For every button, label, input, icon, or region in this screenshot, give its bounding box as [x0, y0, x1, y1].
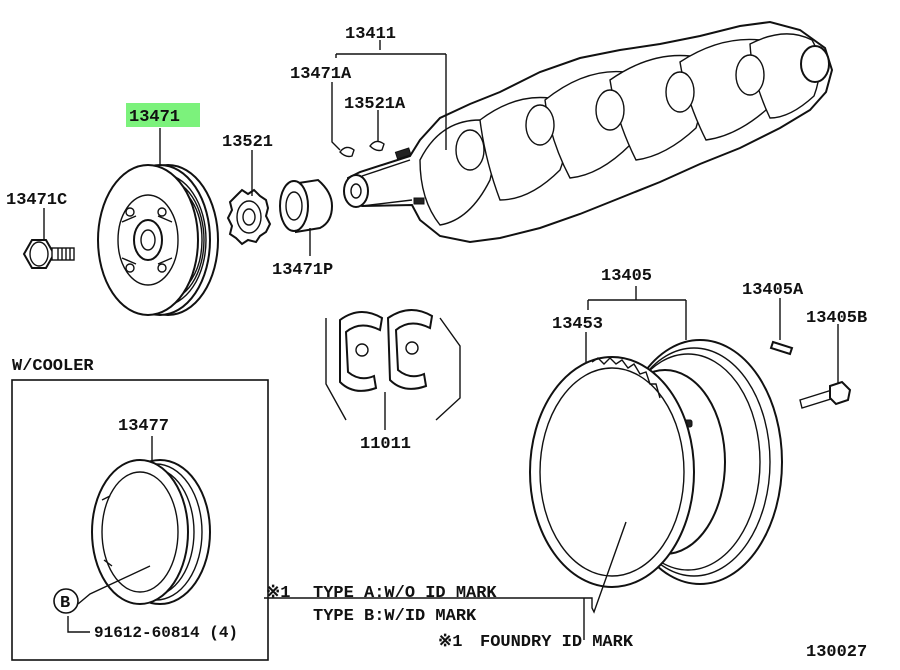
label-13405A[interactable]: 13405A: [742, 281, 804, 300]
label-13471C[interactable]: 13471C: [6, 191, 67, 210]
pulley-13477[interactable]: [91, 459, 211, 605]
crankshaft-pulley[interactable]: [97, 164, 219, 316]
leader-lines: [43, 40, 839, 640]
label-13521A[interactable]: 13521A: [344, 95, 406, 114]
label-b-mark: B: [60, 594, 70, 613]
label-11011[interactable]: 11011: [360, 435, 411, 454]
key-13521A[interactable]: [369, 140, 385, 152]
label-13405[interactable]: 13405: [601, 267, 652, 286]
label-13521[interactable]: 13521: [222, 133, 273, 152]
note-type-a: TYPE A:W/O ID MARK: [313, 584, 497, 603]
label-w-cooler: W/COOLER: [12, 357, 94, 376]
timing-gear[interactable]: [226, 188, 272, 246]
pulley-bolt[interactable]: [22, 239, 75, 269]
part-labels: 13471 13411 13471A 13521A 13521 13471C 1…: [6, 25, 867, 662]
b-mark-circle: [53, 588, 79, 614]
main-bearings[interactable]: [325, 309, 461, 421]
crankshaft[interactable]: [343, 20, 834, 244]
dowel-pin[interactable]: [769, 340, 794, 356]
label-13471A[interactable]: 13471A: [290, 65, 352, 84]
label-13405B[interactable]: 13405B: [806, 309, 867, 328]
note-type-b: TYPE B:W/ID MARK: [313, 607, 477, 626]
label-13471P[interactable]: 13471P: [272, 261, 333, 280]
w-cooler-box: [11, 379, 269, 661]
note-star-1: ※1: [266, 584, 290, 603]
pulley-spacer[interactable]: [279, 178, 334, 234]
ring-gear[interactable]: [529, 356, 695, 588]
note-foundry-id-mark: FOUNDRY ID MARK: [480, 633, 634, 652]
highlight-box: [126, 103, 200, 127]
label-13477[interactable]: 13477: [118, 417, 169, 436]
note-foundry-star: ※1: [438, 633, 462, 652]
label-13471-highlighted[interactable]: 13471: [129, 108, 180, 127]
flywheel-bolt[interactable]: [799, 380, 852, 409]
key-13471A[interactable]: [339, 146, 355, 158]
diagram-number: 130027: [806, 643, 867, 662]
label-13453[interactable]: 13453: [552, 315, 603, 334]
label-13411[interactable]: 13411: [345, 25, 396, 44]
label-91612-60814[interactable]: 91612-60814 (4): [94, 624, 238, 642]
